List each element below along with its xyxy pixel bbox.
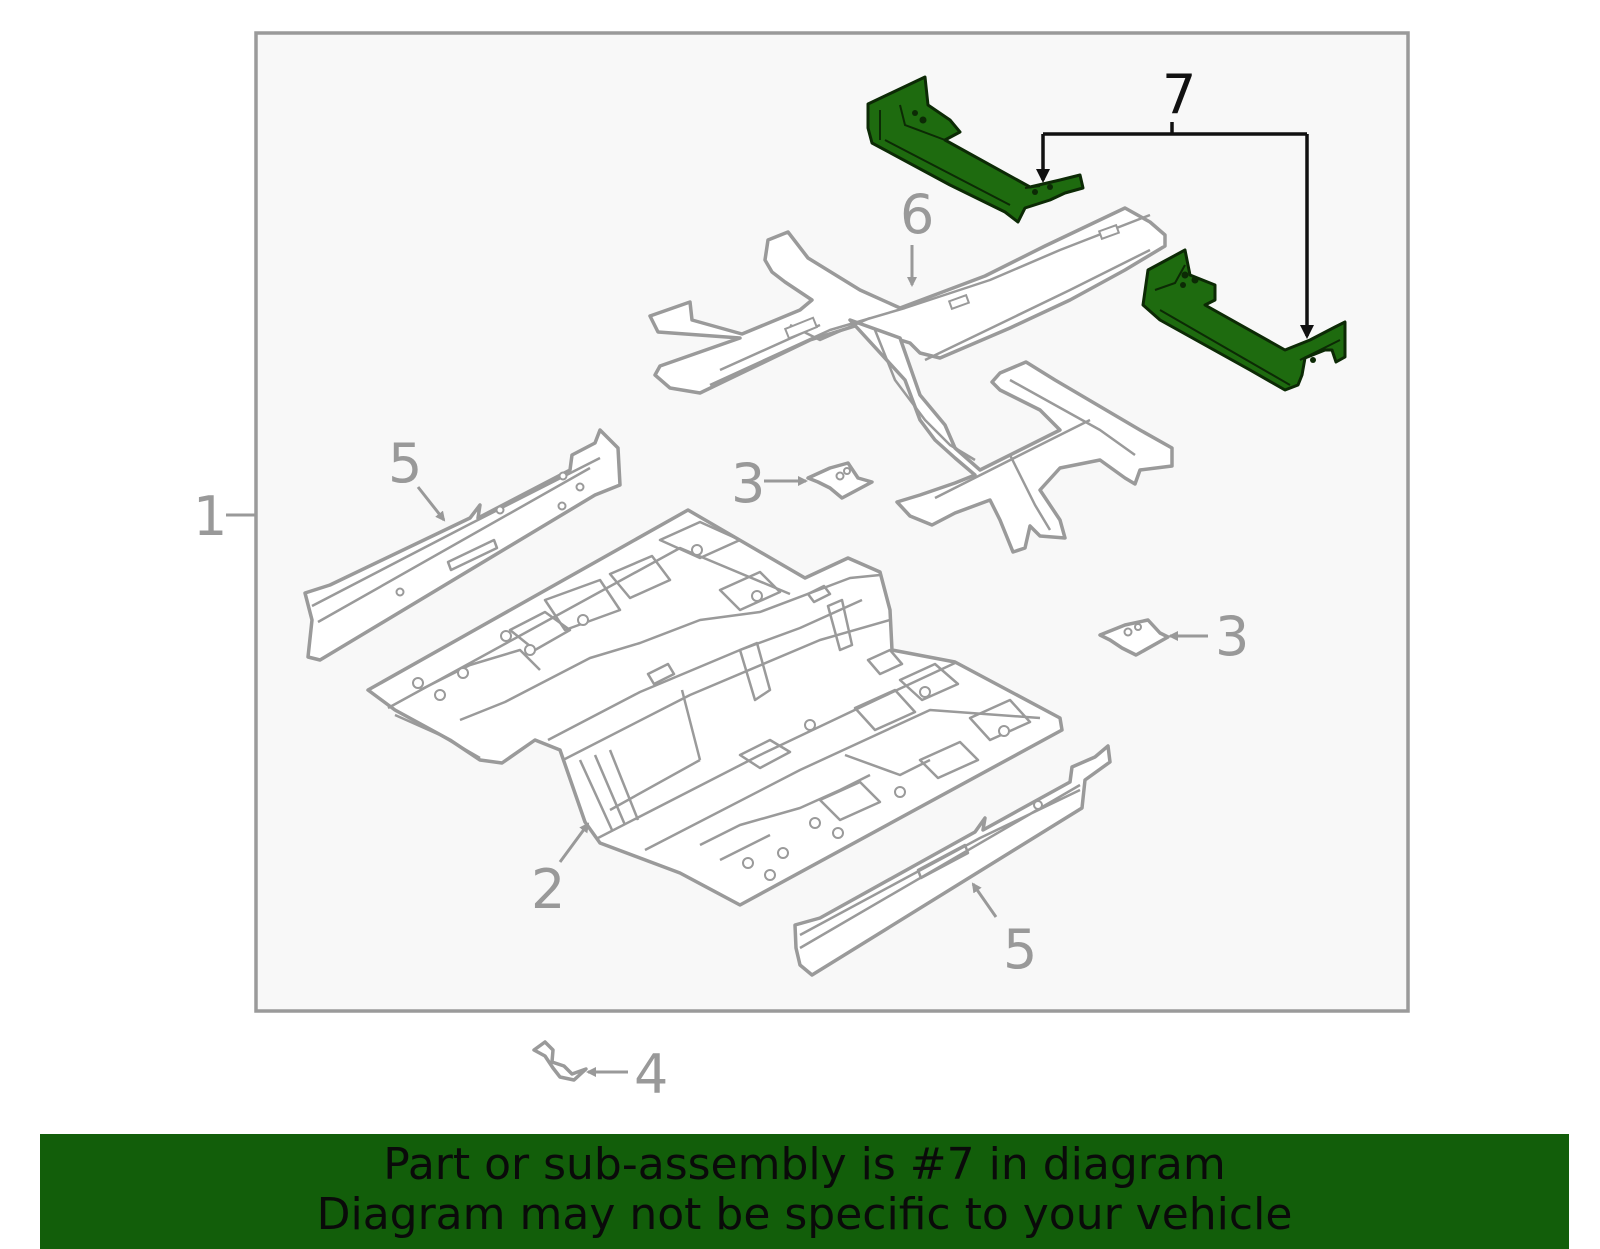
part-5-right-side-rail[interactable] (793, 744, 1112, 977)
callout-5-right[interactable]: 5 (1003, 918, 1037, 981)
part-7-right-frame-rail[interactable] (1141, 248, 1347, 392)
callout-2[interactable]: 2 (531, 858, 565, 921)
banner-line-part: Part or sub-assembly is #7 in diagram (383, 1139, 1226, 1190)
part-7-left-frame-rail[interactable] (866, 75, 1085, 224)
part-3-upper-bracket[interactable] (806, 461, 874, 500)
callout-4[interactable]: 4 (634, 1043, 668, 1106)
leader-7 (1043, 122, 1307, 136)
leader-5-left (416, 486, 446, 522)
leader-2 (558, 822, 590, 863)
callout-5-left[interactable]: 5 (388, 432, 422, 495)
callout-3-lower[interactable]: 3 (1215, 605, 1249, 668)
assembly-frame (254, 31, 1410, 1013)
callout-3-upper[interactable]: 3 (731, 452, 765, 515)
callout-6[interactable]: 6 (900, 183, 934, 246)
info-banner: Part or sub-assembly is #7 in diagram Di… (40, 1134, 1569, 1249)
part-2-floor-pan[interactable] (366, 508, 1064, 907)
callout-7[interactable]: 7 (1162, 63, 1196, 126)
part-4-clip[interactable] (532, 1040, 588, 1082)
leader-5-right (971, 882, 998, 918)
part-5-left-side-rail[interactable] (303, 428, 622, 662)
callout-1[interactable]: 1 (193, 485, 227, 548)
banner-line-disclaimer: Diagram may not be specific to your vehi… (316, 1189, 1293, 1240)
part-6-rear-crossmember[interactable] (648, 206, 1174, 554)
